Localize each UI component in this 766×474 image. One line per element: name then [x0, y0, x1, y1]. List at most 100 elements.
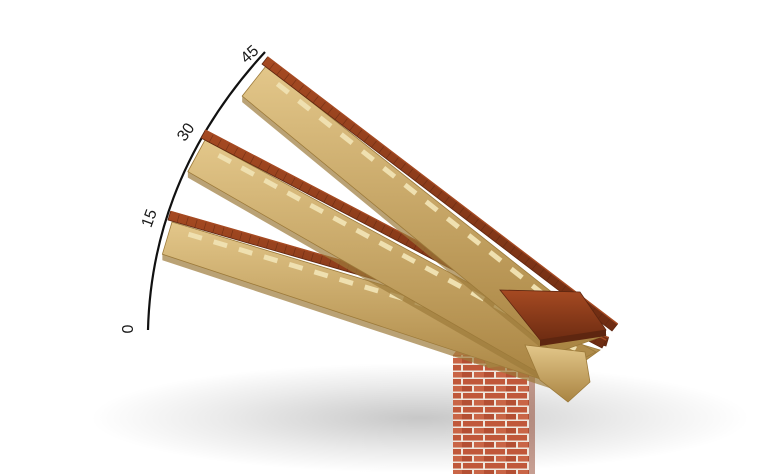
rafter-ends [524, 344, 591, 403]
tile-ridge [266, 164, 272, 173]
tile-ridge [320, 101, 327, 109]
tile-ridge [276, 67, 283, 76]
batten [378, 240, 394, 252]
tile-ridge [194, 218, 198, 228]
tile-ridge [509, 245, 516, 254]
rafter-underside [162, 254, 554, 390]
tile-ridge [208, 134, 214, 143]
tile-ridge [290, 78, 298, 87]
tile-ridge [331, 198, 337, 207]
tile-ridge [436, 190, 443, 198]
batten [447, 277, 463, 289]
tile-ridge [248, 234, 252, 244]
rafter-underside [187, 171, 547, 384]
tile-edge [267, 56, 619, 325]
eave-overhang [499, 289, 607, 403]
tile-ridge [239, 231, 243, 241]
batten [360, 149, 375, 162]
tile-ridge [407, 167, 414, 176]
tile-ridge [185, 216, 189, 226]
batten [509, 266, 524, 280]
eave-edge [540, 330, 606, 346]
tile-ridge [292, 247, 297, 257]
tile-ridge [363, 134, 370, 143]
tile-ridge [203, 221, 207, 231]
tile-ridge [495, 234, 502, 243]
pitch-label-15: 15 [139, 207, 161, 230]
tile-ridge [422, 179, 429, 187]
tile-ridge [414, 173, 421, 182]
batten [217, 153, 233, 165]
tile-ridge [451, 201, 458, 209]
rafter-underside [242, 96, 555, 360]
tile-ridge [282, 172, 288, 182]
tile-ridge [315, 189, 321, 199]
tile-ridge [444, 195, 451, 204]
batten [288, 261, 304, 271]
batten [263, 254, 279, 264]
tile-ridge [480, 223, 487, 232]
tile-ridge [274, 242, 279, 251]
batten [297, 98, 312, 112]
brick-wall-side [529, 352, 535, 474]
tile-ridge [560, 284, 567, 293]
tile-ridge [378, 145, 385, 154]
tile-ridge [305, 90, 312, 98]
roof-pitch-45-icon [241, 56, 619, 360]
pitch-arc [146, 51, 266, 331]
tile-ridge [176, 213, 180, 223]
tile-ridge [225, 142, 231, 152]
tile-ridge [380, 224, 386, 233]
pitch-label-45: 45 [238, 42, 263, 67]
tile-ridge [257, 236, 261, 246]
tile-ridge [339, 202, 345, 212]
tile-ridge [546, 273, 553, 282]
tile-ridge [249, 155, 255, 164]
tile-ridge [465, 212, 473, 220]
batten [286, 190, 302, 202]
tile-ridge [217, 138, 222, 147]
batten [424, 199, 439, 213]
tile-ridge [524, 256, 531, 265]
tile-ridge [356, 211, 362, 220]
tile-ridge [538, 268, 545, 276]
tile-ridge [347, 207, 353, 216]
tile-ridge [290, 177, 296, 186]
batten [401, 252, 417, 264]
tile-ridge [341, 117, 349, 126]
tile-ridge [400, 162, 407, 170]
tile-ridge [233, 147, 239, 156]
tile-ridge [388, 228, 394, 237]
batten [424, 265, 440, 277]
tile-ridge [310, 252, 314, 262]
batten [488, 250, 503, 263]
tile-ridge [429, 184, 436, 193]
tile-ridge [516, 251, 524, 259]
tile-ridge [334, 112, 341, 120]
tile-ridge [397, 232, 403, 242]
tile-ridge [531, 262, 538, 271]
tile-ridge [265, 239, 270, 249]
tile-ridge [274, 168, 280, 177]
tile-ridge [319, 254, 323, 264]
tile-ridge [392, 156, 400, 165]
batten [240, 165, 256, 177]
batten [309, 202, 325, 215]
tile-ridge [553, 279, 560, 287]
batten [318, 115, 333, 129]
batten [263, 178, 279, 190]
tile-ridge [301, 249, 305, 259]
tile-ridge [312, 95, 319, 104]
tile-ridge [327, 106, 334, 115]
batten [313, 269, 329, 279]
tile-ridge [283, 73, 290, 81]
tile-ridge [323, 194, 329, 203]
tile-ridge [385, 151, 392, 159]
batten [382, 166, 397, 179]
tile-ridge [230, 229, 234, 239]
tile-ridge [221, 226, 225, 236]
tile-ridge [307, 185, 312, 194]
tile-ridge [212, 224, 216, 233]
